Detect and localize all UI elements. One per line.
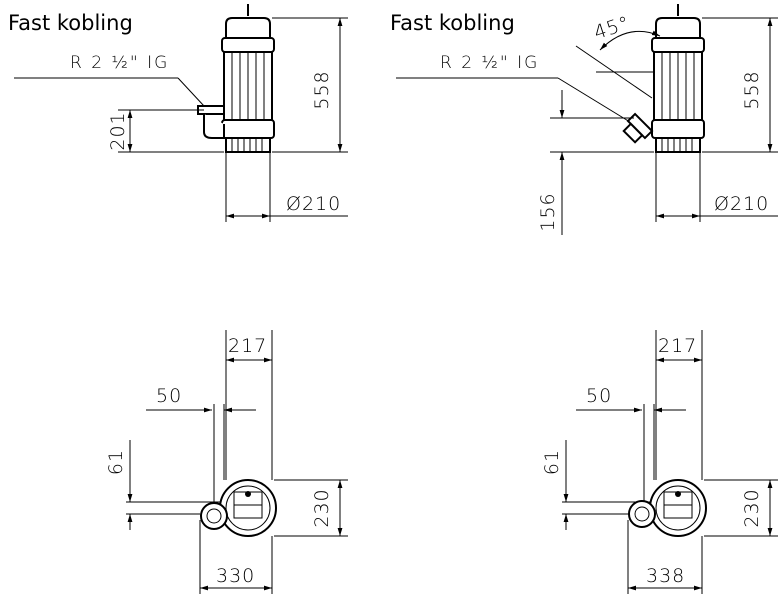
view-bottom-right: 217 50 61 230 3	[541, 330, 778, 594]
view-top-right: Fast kobling R 2 ½" IG 45° 558 156	[390, 3, 778, 235]
connection-label-top-left: R 2 ½" IG	[70, 53, 169, 73]
view-bottom-left: 217 50 61 230 3	[105, 330, 348, 594]
outlet-offset-dim-bottom-left: 61	[105, 449, 127, 475]
width-dim-bottom-left: 217	[228, 335, 267, 357]
total-dim-bottom-left: 330	[216, 565, 255, 587]
outlet-height-dim-top-left: 201	[107, 111, 129, 150]
diameter-dim-top-right: Ø210	[714, 193, 769, 215]
depth-dim-bottom-right: 230	[741, 488, 763, 527]
total-dim-bottom-right: 338	[646, 565, 685, 587]
height-dim-top-right: 558	[741, 70, 763, 109]
offset-dim-bottom-right: 50	[586, 385, 612, 407]
diameter-dim-top-left: Ø210	[286, 193, 341, 215]
outlet-elbow	[197, 105, 225, 139]
depth-dim-bottom-left: 230	[311, 488, 333, 527]
title-top-left: Fast kobling	[8, 11, 133, 35]
pump-side-view-right	[651, 3, 705, 153]
pump-top-view-left	[200, 479, 277, 537]
pump-top-view-right	[628, 479, 707, 537]
title-top-right: Fast kobling	[390, 11, 515, 35]
outlet-height-dim-top-right: 156	[537, 192, 559, 231]
angled-outlet	[622, 112, 654, 144]
offset-dim-bottom-left: 50	[156, 385, 182, 407]
width-dim-bottom-right: 217	[658, 335, 697, 357]
height-dim-top-left: 558	[311, 70, 333, 109]
view-top-left: Fast kobling R 2 ½" IG 558 201 Ø210	[8, 3, 348, 222]
connection-label-top-right: R 2 ½" IG	[440, 53, 539, 73]
angle-dim-top-right: 45°	[591, 12, 633, 44]
pump-side-view-left	[221, 3, 275, 153]
outlet-offset-dim-bottom-right: 61	[541, 449, 563, 475]
